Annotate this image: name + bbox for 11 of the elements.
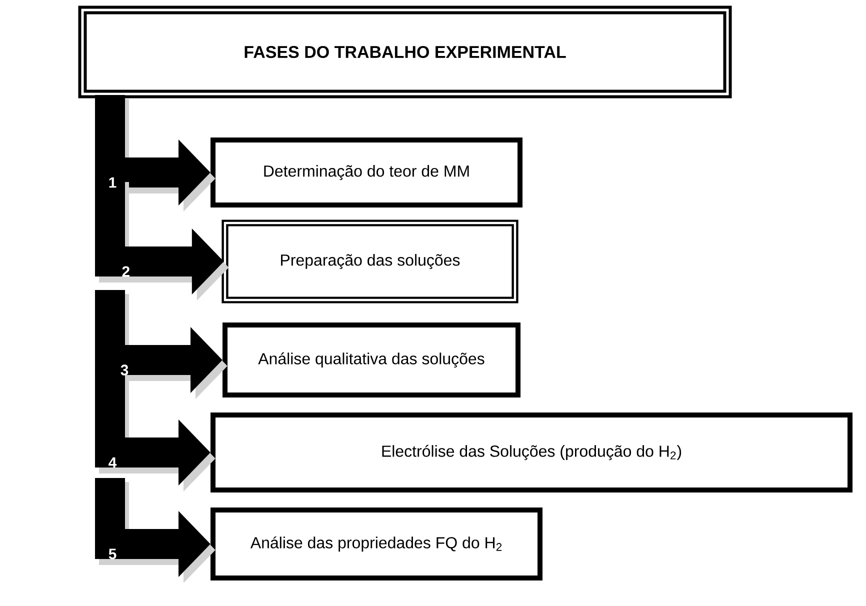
process-box: Preparação das soluções [222, 220, 518, 304]
step-number: 5 [108, 548, 116, 560]
process-box: Análise das propriedades FQ do H$_{2}$ [210, 508, 542, 580]
step-number: 4 [108, 457, 117, 468]
step-number: 3 [120, 364, 128, 376]
step-number: 1 [109, 177, 116, 188]
process-box: Determinação do teor de MM [210, 138, 522, 208]
process-box: Análise qualitativa das soluções [222, 322, 520, 398]
title-box: FASES DO TRABALHO EXPERIMENTAL [78, 6, 732, 98]
process-box: Electrólise das Soluções (produção do H$_{2}$) [210, 412, 852, 492]
step-number: 2 [122, 266, 130, 277]
